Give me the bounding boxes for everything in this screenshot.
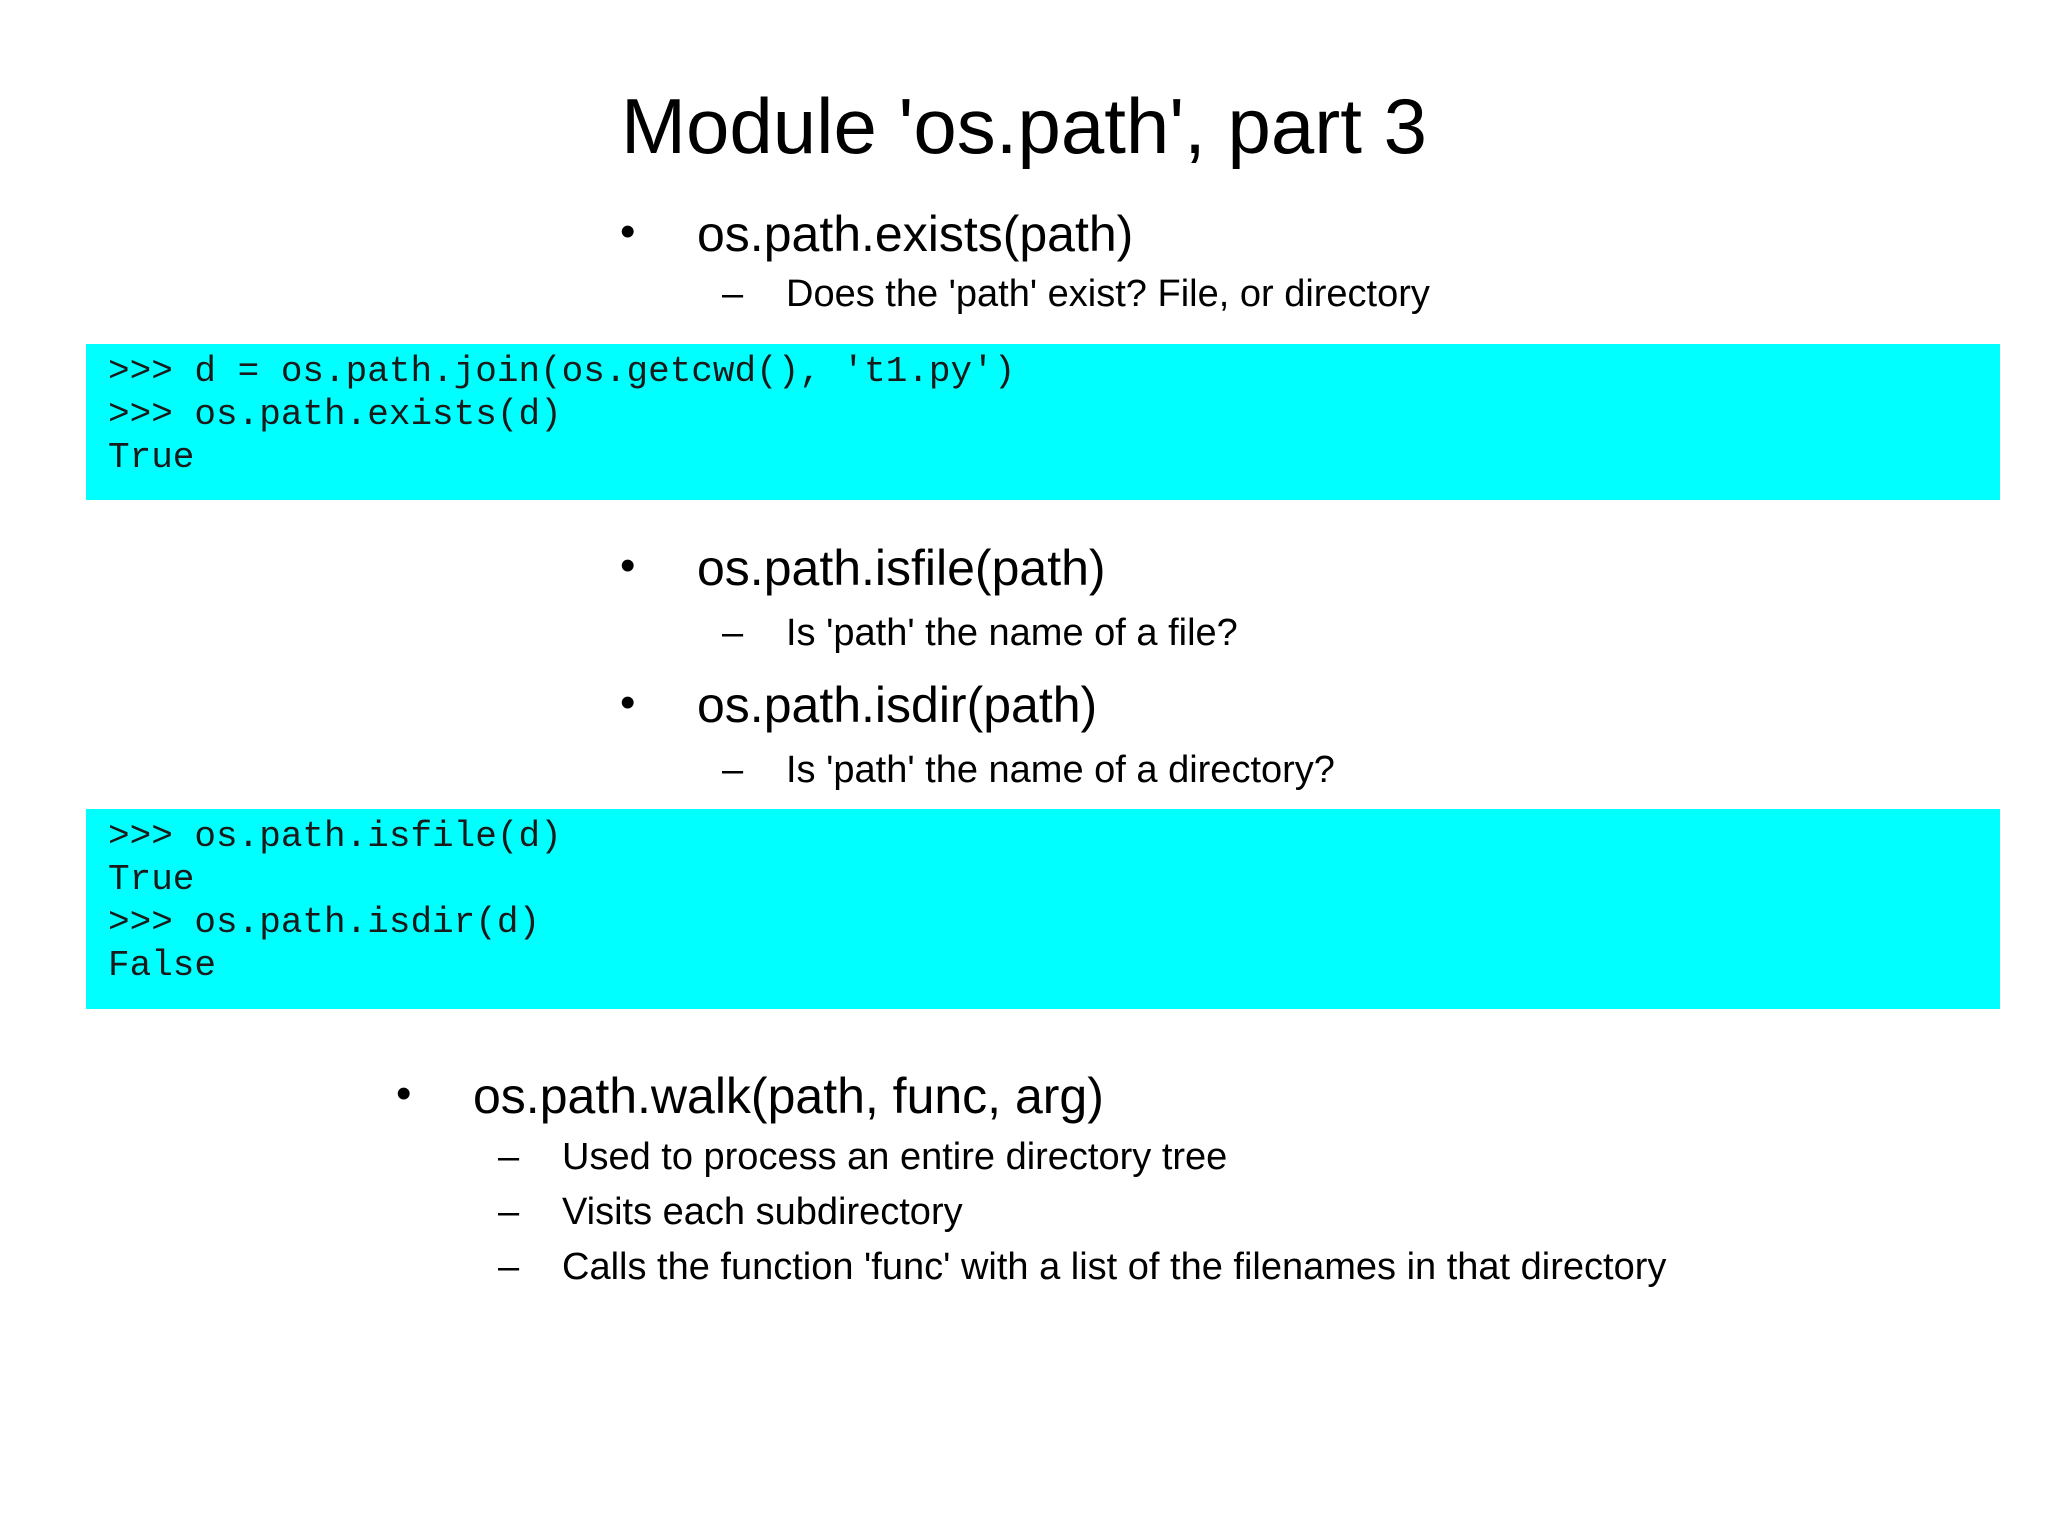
bullet-exists-block: • os.path.exists(path) – Does the 'path'…	[620, 205, 1920, 325]
bullet-dot: •	[620, 541, 636, 590]
sub-dash: –	[498, 1191, 520, 1233]
code-line: True	[108, 437, 195, 478]
sub-dash: –	[722, 273, 744, 315]
code-line: False	[108, 945, 217, 986]
sub-isdir-description: Is 'path' the name of a directory?	[786, 749, 1335, 791]
bullet-isdir: os.path.isdir(path)	[697, 677, 1098, 733]
sub-walk-item: Calls the function 'func' with a list of…	[562, 1246, 1667, 1288]
slide-title: Module 'os.path', part 3	[621, 82, 1427, 170]
bullet-isfile-block: • os.path.isfile(path) – Is 'path' the n…	[620, 539, 1920, 659]
code-line: >>> os.path.exists(d)	[108, 394, 562, 435]
code-block-exists: >>> d = os.path.join(os.getcwd(), 't1.py…	[86, 344, 2000, 500]
code-line: >>> os.path.isdir(d)	[108, 902, 541, 943]
bullet-dot: •	[620, 678, 636, 727]
sub-exists-description: Does the 'path' exist? File, or director…	[786, 273, 1430, 315]
code-line: >>> d = os.path.join(os.getcwd(), 't1.py…	[108, 351, 1016, 392]
code-block-isfile-isdir: >>> os.path.isfile(d) True >>> os.path.i…	[86, 809, 2000, 1009]
bullet-walk-block: • os.path.walk(path, func, arg) – Used t…	[396, 1067, 1996, 1307]
bullet-walk: os.path.walk(path, func, arg)	[473, 1068, 1104, 1124]
bullet-exists: os.path.exists(path)	[697, 206, 1134, 262]
sub-walk-item: Used to process an entire directory tree	[562, 1136, 1228, 1178]
sub-isfile-description: Is 'path' the name of a file?	[786, 612, 1238, 654]
code-line: True	[108, 859, 195, 900]
sub-dash: –	[722, 612, 744, 654]
code-line: >>> os.path.isfile(d)	[108, 816, 562, 857]
bullet-dot: •	[620, 207, 636, 256]
bullet-isdir-block: • os.path.isdir(path) – Is 'path' the na…	[620, 676, 1920, 796]
sub-walk-item: Visits each subdirectory	[562, 1191, 963, 1233]
bullet-isfile: os.path.isfile(path)	[697, 540, 1106, 596]
sub-dash: –	[498, 1136, 520, 1178]
sub-dash: –	[722, 749, 744, 791]
sub-dash: –	[498, 1246, 520, 1288]
bullet-dot: •	[396, 1069, 412, 1118]
